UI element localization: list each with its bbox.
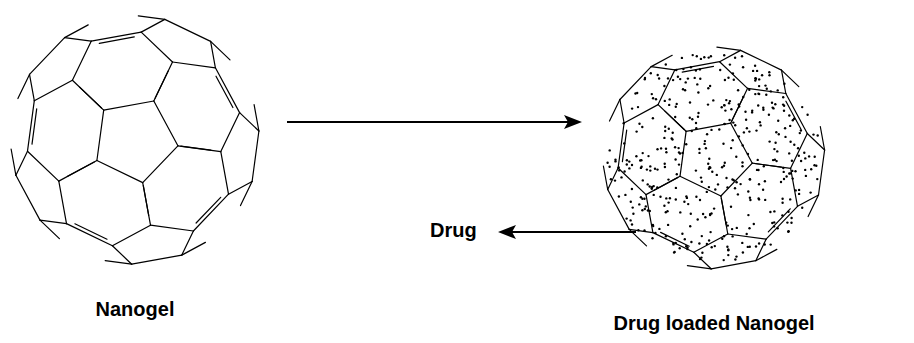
fullerene-cage bbox=[11, 16, 259, 264]
node-caption: Nanogel bbox=[96, 298, 175, 321]
process-arrow bbox=[287, 115, 582, 129]
sphere-drawing bbox=[598, 42, 830, 274]
arrowhead bbox=[564, 115, 582, 129]
arrow-line bbox=[287, 121, 568, 123]
nanogel-sphere: Nanogel bbox=[5, 10, 265, 270]
release-arrowhead bbox=[498, 225, 516, 239]
nanogel-sphere: Drug loaded Nanogel bbox=[598, 42, 830, 274]
drug-label: Drug bbox=[428, 219, 479, 242]
release-line bbox=[512, 231, 636, 233]
drug-dots bbox=[606, 54, 819, 261]
node-caption: Drug loaded Nanogel bbox=[613, 312, 814, 335]
fullerene-cage bbox=[603, 47, 824, 269]
sphere-drawing bbox=[5, 10, 265, 270]
